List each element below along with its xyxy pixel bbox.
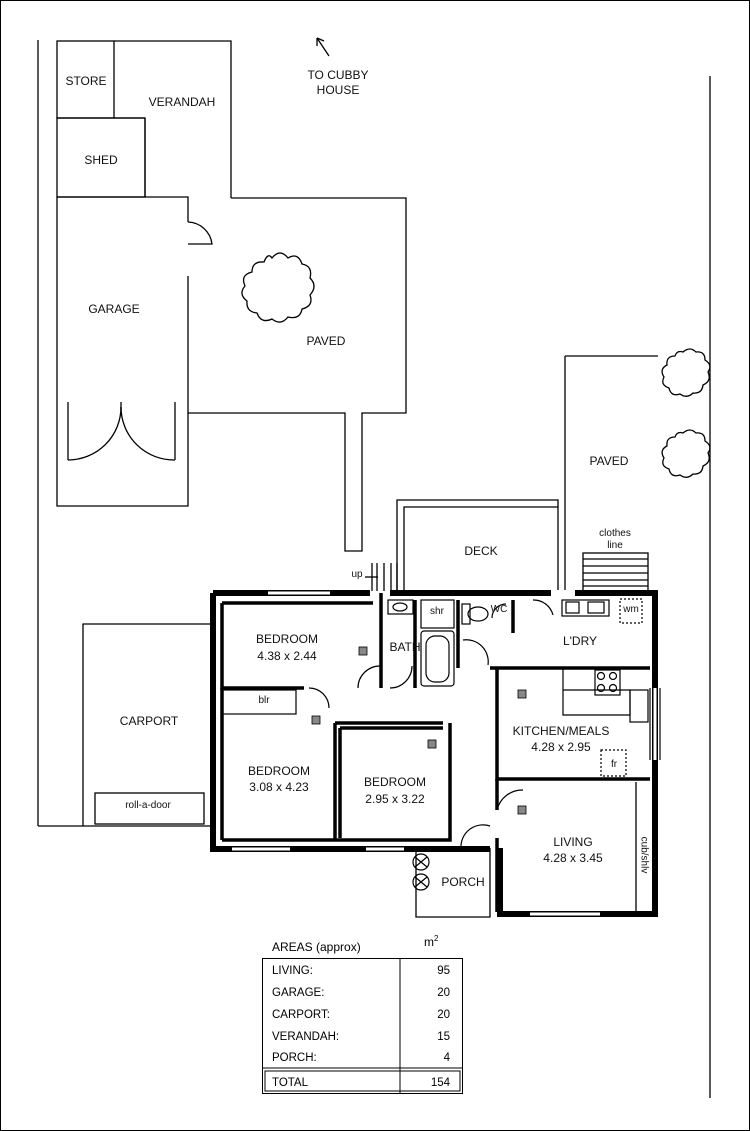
up-label: up (351, 569, 363, 580)
to-cubby-label: TO CUBBY (307, 68, 369, 82)
areas-table-frame (262, 958, 463, 1094)
tree-right-2 (661, 429, 711, 478)
living-label: LIVING (553, 835, 593, 849)
verandah-outline (114, 40, 232, 198)
deck-outline (396, 499, 559, 590)
wm-label: wm (623, 604, 639, 615)
ldry-label: L'DRY (562, 634, 598, 648)
bedroom2-size: 3.08 x 4.23 (249, 780, 309, 794)
laundry-bench (561, 599, 610, 617)
carport-outline (82, 623, 212, 826)
store-label: STORE (65, 74, 107, 88)
paved-right-label: PAVED (589, 454, 629, 468)
bedroom3-label: BEDROOM (363, 775, 427, 789)
bath-label: BATH (389, 640, 421, 654)
kitchen-label: KITCHEN/MEALS (512, 724, 610, 738)
shr-label: shr (430, 606, 444, 617)
bathtub (420, 630, 455, 687)
shower (420, 599, 455, 629)
paved-right-outline (564, 355, 658, 590)
bedroom1-label: BEDROOM (255, 632, 319, 646)
porch-label: PORCH (441, 875, 485, 889)
bedroom1-size: 4.38 x 2.44 (257, 649, 317, 663)
roll-a-door (94, 792, 205, 825)
tree-top (241, 252, 315, 323)
shed-label: SHED (84, 153, 118, 167)
tree-right-1 (661, 348, 711, 397)
porch-outline (415, 848, 491, 918)
bedroom3-size: 2.95 x 3.22 (365, 792, 425, 806)
fridge-label: fr (610, 759, 618, 770)
kitchen-size: 4.28 x 2.95 (531, 740, 591, 754)
areas-row: CARPORT:20 (272, 1009, 450, 1021)
areas-unit: m2 (424, 934, 439, 949)
areas-header: AREAS (approx) m2 (272, 934, 452, 954)
paved-top-label: PAVED (306, 334, 346, 348)
areas-row: GARAGE:20 (272, 987, 450, 999)
areas-row: VERANDAH:15 (272, 1031, 450, 1043)
house-label: HOUSE (316, 83, 360, 97)
clothes-label: clothes (599, 528, 631, 539)
verandah-label: VERANDAH (148, 95, 216, 109)
areas-row: LIVING:95 (272, 965, 450, 977)
paved-outline (188, 197, 407, 552)
blr-label: blr (258, 695, 270, 706)
bedroom2-label: BEDROOM (247, 764, 311, 778)
line-label: line (607, 540, 623, 551)
vanity (387, 599, 414, 615)
wc-label: WC (490, 604, 508, 615)
garage-label: GARAGE (88, 302, 140, 316)
cub-shlv-label: cub/shlv (638, 836, 650, 874)
deck-label: DECK (464, 544, 498, 558)
garage-outline (56, 196, 189, 507)
areas-row: PORCH:4 (272, 1052, 450, 1064)
living-size: 4.28 x 3.45 (543, 851, 603, 865)
areas-title: AREAS (approx) (272, 940, 361, 954)
roll-a-door-label: roll-a-door (125, 800, 171, 811)
carport-label: CARPORT (119, 714, 179, 728)
